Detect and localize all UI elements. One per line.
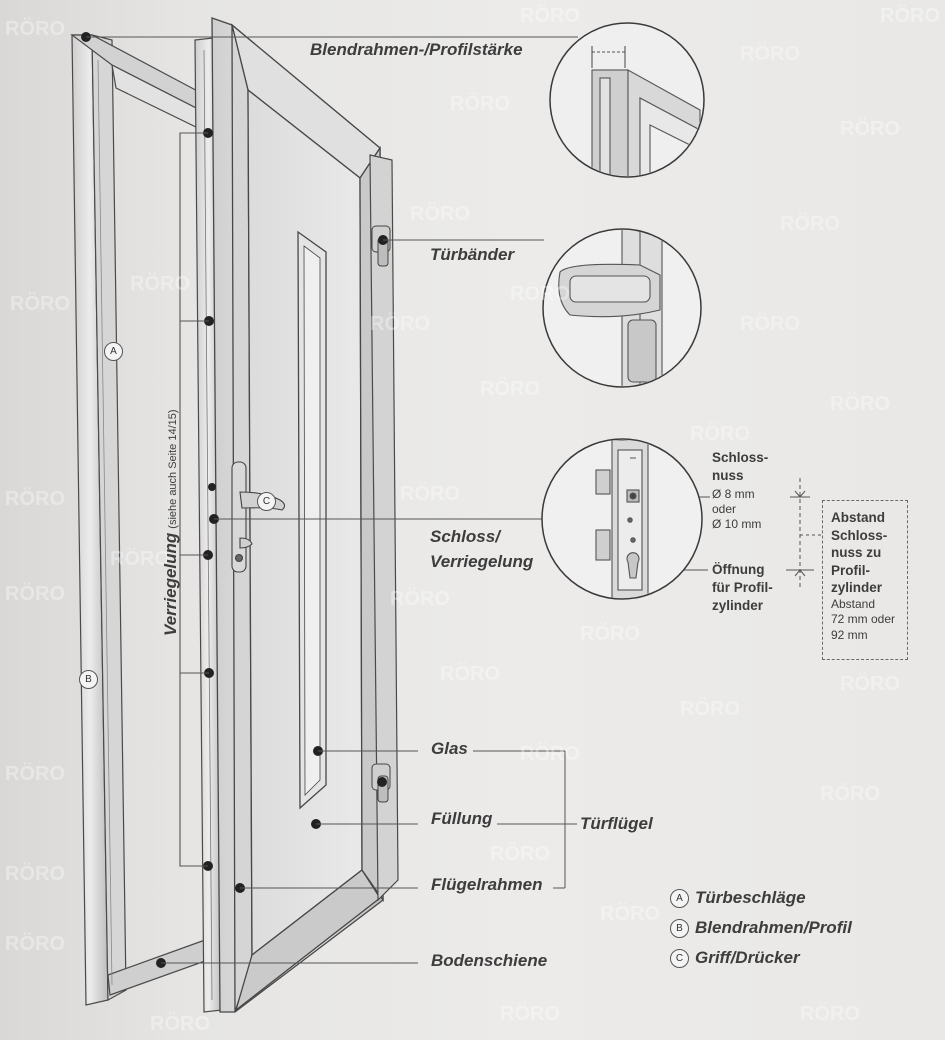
abstand-dimension [786,478,822,590]
legend-marker-a: A [670,888,689,908]
svg-text:RÖRO: RÖRO [130,272,190,295]
svg-text:RÖRO: RÖRO [680,697,740,720]
svg-text:RÖRO: RÖRO [400,482,460,505]
detail-lock-circle [541,438,703,600]
right-post [369,154,399,902]
marker-c: C [257,492,276,511]
svg-text:RÖRO: RÖRO [600,902,660,925]
schlossnuss-size-1: Ø 8 mm [712,487,755,501]
schlossnuss-line2: nuss [712,468,744,483]
abstand-box: Abstand Schloss- nuss zu Profil- zylinde… [822,500,908,660]
legend-item-a: A Türbeschläge [670,887,806,910]
label-fuellung: Füllung [431,809,493,828]
abstand-title-1: Abstand [831,510,885,525]
verriegelung-note: (siehe auch Seite 14/15) [167,409,179,529]
legend-text-b: Blendrahmen/Profil [695,918,852,937]
svg-text:RÖRO: RÖRO [780,212,840,235]
svg-text:RÖRO: RÖRO [510,282,570,305]
schlossnuss-size-3: Ø 10 mm [712,517,762,531]
label-blendrahmen-profilstaerke: Blendrahmen-/Profilstärke [310,40,523,59]
svg-text:RÖRO: RÖRO [880,4,940,27]
label-fluegelrahmen: Flügelrahmen [431,875,543,894]
schlossnuss-line1: Schloss- [712,450,769,465]
svg-text:RÖRO: RÖRO [450,92,510,115]
label-bodenschiene: Bodenschiene [431,951,548,970]
oeffnung-line1: Öffnung [712,562,765,577]
svg-text:RÖRO: RÖRO [10,292,70,315]
svg-text:RÖRO: RÖRO [490,842,550,865]
svg-text:RÖRO: RÖRO [150,1012,210,1035]
legend-text-a: Türbeschläge [695,888,806,907]
svg-text:RÖRO: RÖRO [500,1002,560,1025]
svg-text:RÖRO: RÖRO [5,487,65,510]
svg-text:RÖRO: RÖRO [370,312,430,335]
label-schloss: Schloss/ [430,527,500,546]
svg-text:RÖRO: RÖRO [840,672,900,695]
svg-text:RÖRO: RÖRO [690,422,750,445]
svg-text:RÖRO: RÖRO [820,782,880,805]
label-verriegelung-vertical: Verriegelung (siehe auch Seite 14/15) [161,409,181,636]
door-leaf [211,17,384,1013]
label-verriegelung-lock: Verriegelung [430,552,534,571]
svg-text:RÖRO: RÖRO [440,662,500,685]
svg-text:RÖRO: RÖRO [5,932,65,955]
svg-text:RÖRO: RÖRO [740,42,800,65]
svg-text:RÖRO: RÖRO [5,862,65,885]
label-tuerfluegel: Türflügel [580,814,653,833]
outer-frame [70,34,209,1006]
detail-hinge-circle [542,228,702,388]
legend-text-c: Griff/Drücker [695,948,800,967]
abstand-note-3: 92 mm [831,627,868,642]
svg-text:RÖRO: RÖRO [740,312,800,335]
legend-marker-b: B [670,918,689,938]
svg-text:RÖRO: RÖRO [800,1002,860,1025]
svg-text:RÖRO: RÖRO [410,202,470,225]
svg-text:RÖRO: RÖRO [480,377,540,400]
svg-text:RÖRO: RÖRO [5,582,65,605]
marker-b: B [79,670,98,689]
abstand-title-2: Schloss- [831,527,888,543]
leader-lines [86,36,710,964]
abstand-title-5: zylinder [831,580,883,596]
abstand-title-4: Profil- [831,562,870,578]
abstand-note-2: 72 mm oder [831,612,896,627]
label-tuerbaender: Türbänder [430,245,515,264]
oeffnung-line3: zylinder [712,598,764,613]
schlossnuss-size-2: oder [712,502,737,516]
legend-item-c: C Griff/Drücker [670,947,800,970]
svg-text:RÖRO: RÖRO [5,762,65,785]
svg-text:RÖRO: RÖRO [840,117,900,140]
label-glas: Glas [431,739,468,758]
verriegelung-bracket [179,132,209,867]
oeffnung-line2: für Profil- [712,580,773,595]
svg-text:RÖRO: RÖRO [580,622,640,645]
abstand-title-3: nuss zu [831,545,882,561]
marker-a: A [104,342,123,361]
abstand-note-1: Abstand [831,596,876,611]
verriegelung-main: Verriegelung [161,532,180,636]
detail-profile-circle [549,22,705,178]
legend-item-b: B Blendrahmen/Profil [670,917,852,940]
svg-text:RÖRO: RÖRO [520,4,580,27]
svg-text:RÖRO: RÖRO [110,547,170,570]
svg-text:RÖRO: RÖRO [390,587,450,610]
svg-text:RÖRO: RÖRO [520,742,580,765]
svg-text:RÖRO: RÖRO [830,392,890,415]
watermarks: RÖRO RÖRO RÖRO RÖRO RÖRO RÖRO RÖRO RÖRO … [5,4,940,1035]
svg-text:RÖRO: RÖRO [5,17,65,40]
legend-marker-c: C [670,948,689,968]
